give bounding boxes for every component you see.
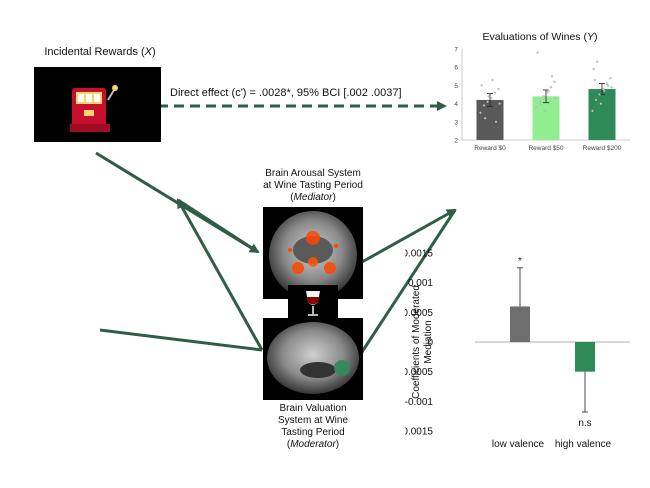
- chart-title: Evaluations of Wines (Y): [483, 31, 598, 43]
- data-point: [487, 95, 490, 98]
- significance-label: *: [518, 256, 522, 267]
- y-tick-label: 7: [454, 47, 458, 54]
- y-tick-label: -0.0005: [405, 367, 433, 378]
- arrow-x-to-moderator-path: [177, 198, 259, 254]
- moderated-mediation-chart: 0.0015 0.001 0.0005 0 -0.0005 -0.001 -0.0015 Co…: [405, 249, 630, 450]
- wine-glass-icon: [288, 285, 338, 321]
- arrow-moderator-to-left: [99, 328, 263, 352]
- data-point: [486, 100, 489, 103]
- data-point: [479, 111, 482, 114]
- data-point: [550, 75, 554, 78]
- data-point: [609, 76, 612, 80]
- data-point: [596, 60, 599, 63]
- bar: [510, 306, 530, 342]
- y-tick-label: 0.001: [408, 278, 433, 289]
- y-tick-label: 4: [454, 101, 458, 108]
- data-point: [591, 109, 594, 113]
- mediator-brain-image: [263, 207, 363, 299]
- data-point: [493, 91, 496, 94]
- arrow-mediator-to-y: [361, 208, 457, 264]
- x-tick-label: Reward $50: [528, 145, 563, 152]
- moderator-brain-image: [263, 318, 363, 400]
- data-point: [594, 98, 598, 102]
- y-tick-label: 0.0015: [405, 249, 433, 260]
- moderator-label: Brain Valuation System at Wine Tasting P…: [277, 403, 349, 450]
- data-point: [536, 51, 539, 54]
- data-point: [543, 109, 546, 113]
- y-tick-label: 0.0005: [405, 308, 433, 319]
- data-point: [605, 82, 608, 85]
- data-point: [490, 96, 493, 100]
- data-point: [484, 117, 487, 120]
- y-axis-label: Coefficients of ModeratedMediation: [411, 285, 434, 399]
- data-point: [554, 96, 557, 100]
- data-point: [480, 84, 483, 87]
- slot-machine-icon: [70, 85, 118, 132]
- y-tick-label: 6: [454, 65, 458, 72]
- data-point: [498, 102, 501, 105]
- bar: [575, 342, 595, 372]
- data-point: [553, 80, 556, 83]
- x-tick-label: high valence: [555, 439, 612, 450]
- data-point: [494, 120, 498, 123]
- data-point: [603, 89, 606, 93]
- y-tick-label: 0: [427, 338, 433, 349]
- data-point: [606, 84, 610, 87]
- y-tick-label: 5: [454, 83, 458, 90]
- y-tick-label: 2: [454, 138, 458, 145]
- data-point: [546, 91, 549, 94]
- significance-label: n.s: [578, 418, 591, 429]
- x-tick-label: low valence: [492, 439, 545, 450]
- data-point: [538, 100, 542, 103]
- data-point: [593, 78, 596, 82]
- data-point: [592, 67, 595, 71]
- direct-effect-label: Direct effect (c') = .0028*, 95% BCI [.0…: [170, 87, 402, 99]
- x-tick-label: Reward $0: [474, 145, 506, 152]
- incidental-rewards-label: Incidental Rewards (X): [44, 46, 156, 58]
- data-point: [497, 87, 500, 91]
- data-point: [535, 106, 538, 109]
- data-point: [610, 86, 613, 89]
- data-point: [547, 89, 550, 93]
- y-tick-label: 3: [454, 119, 458, 126]
- bar: [532, 96, 560, 140]
- data-point: [540, 102, 543, 105]
- data-point: [599, 102, 602, 105]
- y-tick-label: -0.0015: [405, 427, 433, 438]
- y-tick-label: -0.001: [405, 397, 433, 408]
- path-arrows: [95, 101, 457, 356]
- mediator-label: Brain Arousal System at Wine Tasting Per…: [263, 168, 363, 203]
- arrow-moderator-to-x-path: [176, 198, 264, 351]
- data-point: [602, 87, 605, 91]
- data-point: [482, 104, 486, 107]
- data-point: [542, 95, 545, 98]
- arrow-moderator-to-y-path: [358, 209, 457, 356]
- data-point: [598, 93, 601, 96]
- data-point: [491, 78, 494, 82]
- data-point: [549, 86, 552, 89]
- x-tick-label: Reward $200: [583, 145, 622, 152]
- bar: [588, 89, 616, 140]
